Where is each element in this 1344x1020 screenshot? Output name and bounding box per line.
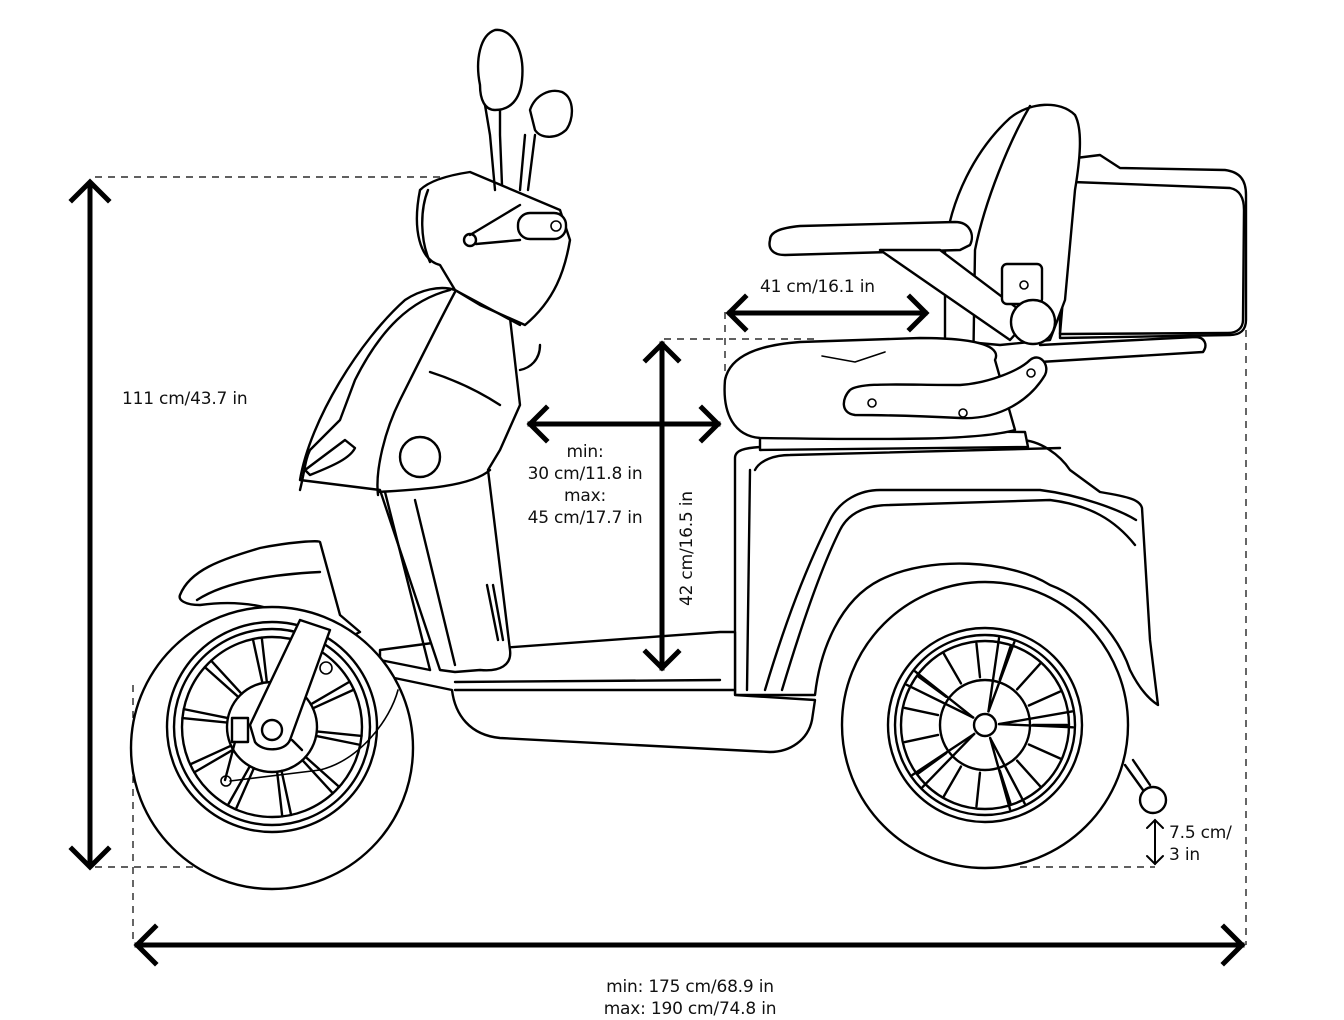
clearance-arrow-head-top — [1146, 818, 1164, 829]
throttle-grip — [516, 211, 568, 241]
dimension-arrows — [68, 178, 1246, 967]
rear-star-arm — [905, 683, 975, 719]
rear-star-arm — [988, 736, 1026, 805]
rear-hub — [972, 712, 998, 738]
rear-spoke — [917, 675, 948, 698]
front-spoke — [226, 764, 252, 807]
front-spoke — [304, 755, 341, 789]
seat-depth-label: 41 cm/16.1 in — [760, 277, 875, 297]
front-spoke — [181, 716, 229, 724]
rear-spoke — [1015, 662, 1042, 691]
clearance-label-line1: 7.5 cm/ — [1169, 823, 1232, 843]
handlebar-cowl — [415, 170, 572, 327]
height-arrow-head-top — [68, 178, 112, 204]
rear-tire — [840, 580, 1130, 870]
seat-depth-arrow-head-right — [906, 293, 930, 333]
front-spoke — [301, 758, 335, 795]
legroom-max-value: 45 cm/17.7 in — [527, 508, 643, 528]
front-spoke — [260, 636, 269, 684]
front-spoke — [193, 748, 235, 774]
front-fork — [220, 618, 399, 787]
legroom-min-label: min: — [566, 442, 604, 462]
seat-height-label: 42 cm/16.5 in — [677, 491, 697, 606]
front-spoke — [314, 734, 362, 747]
front-spoke — [209, 659, 243, 696]
rear-spoke — [903, 706, 940, 717]
overall-length-min: min: 175 cm/68.9 in — [606, 977, 774, 997]
armrest — [768, 220, 974, 257]
legroom-arrow-head-left — [526, 404, 550, 444]
overall-length-max: max: 190 cm/74.8 in — [603, 999, 777, 1019]
front-spoke — [315, 730, 363, 738]
clearance-arrow-head-bottom — [1146, 855, 1164, 866]
overall-height-label: 111 cm/43.7 in — [122, 389, 248, 409]
rear-spoke — [975, 642, 982, 679]
clearance-label: 7.5 cm/ 3 in — [1169, 822, 1232, 866]
anti-tip-wheel — [1123, 758, 1168, 815]
headlight — [398, 435, 442, 479]
left-mirror — [476, 28, 524, 112]
front-spoke — [280, 769, 293, 817]
rear-star-arm — [997, 710, 1074, 726]
front-spoke — [309, 680, 351, 706]
seat-assembly — [723, 103, 1248, 452]
length-arrow-head-left — [133, 923, 159, 967]
front-spoke — [311, 688, 356, 710]
rear-spoke — [1027, 743, 1062, 760]
legroom-label: min: 30 cm/11.8 in max: 45 cm/17.7 in — [520, 441, 650, 529]
rear-spoke — [942, 652, 963, 685]
rear-fender — [733, 438, 1160, 707]
seat-height-arrow-head-bottom — [642, 648, 682, 672]
front-spoke — [182, 707, 230, 720]
front-spoke — [275, 770, 284, 818]
armrest-pivot — [1009, 298, 1057, 346]
length-arrow-head-right — [1220, 923, 1246, 967]
height-arrow-head-bottom — [68, 845, 112, 871]
rear-spoke — [975, 771, 982, 808]
rear-wheel-rim — [886, 626, 1084, 824]
rear-spoke — [942, 765, 963, 798]
rear-spoke — [1015, 759, 1042, 788]
front-spoke — [234, 766, 256, 811]
front-body — [298, 286, 522, 674]
front-spoke — [251, 637, 264, 685]
legroom-arrow-head-right — [698, 404, 722, 444]
clearance-label-line2: 3 in — [1169, 845, 1200, 865]
rear-spoke — [998, 645, 1012, 681]
rear-star-arm — [987, 636, 1001, 713]
legroom-min-value: 30 cm/11.8 in — [527, 464, 643, 484]
handlebar-assembly — [415, 28, 574, 372]
rear-spoke — [998, 769, 1012, 805]
front-spoke — [188, 744, 233, 766]
seat-depth-arrow-head-left — [725, 293, 749, 333]
rear-star-arm — [921, 732, 976, 789]
rear-spoke — [917, 752, 948, 775]
overall-length-label: min: 175 cm/68.9 in max: 190 cm/74.8 in — [540, 976, 840, 1020]
leg-shield — [298, 286, 522, 674]
legroom-max-label: max: — [564, 486, 606, 506]
rear-spoke — [903, 733, 940, 744]
right-mirror — [528, 89, 574, 138]
rear-spoke — [1027, 690, 1062, 707]
front-spoke — [203, 665, 240, 699]
seat-height-arrow-head-top — [642, 340, 682, 364]
